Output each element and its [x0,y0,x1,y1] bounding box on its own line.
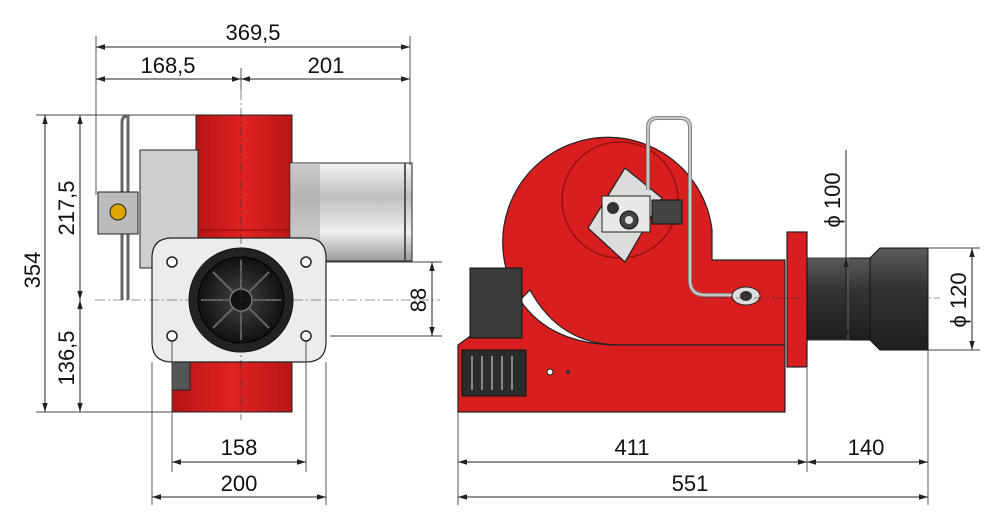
dim-flange-outer: 200 [221,471,258,496]
front-view [95,90,440,420]
dim-flange-inner: 158 [221,435,258,460]
side-scroll-housing [502,136,786,346]
side-blast-tube [806,257,876,341]
dim-diameter-head: ϕ 120 [946,272,971,327]
front-handle [120,114,130,300]
dim-overall-height: 354 [20,252,45,289]
side-view [457,116,940,413]
dim-right-part: 201 [308,53,345,78]
dim-overall-width: 369,5 [225,20,280,45]
dimension-lines [36,36,980,505]
side-base [457,299,786,413]
dimension-labels: 369,5 168,5 201 354 217,5 136,5 88 158 2… [20,20,971,496]
side-dark-block [469,267,523,339]
dim-head-length: 140 [848,435,885,460]
dim-overall-length: 551 [672,471,709,496]
dim-upper-height: 217,5 [54,180,79,235]
dim-diameter-outer: ϕ 100 [820,172,845,227]
dim-lower-height: 136,5 [54,330,79,385]
dim-body-length: 411 [614,435,649,460]
dim-left-part: 168,5 [140,53,195,78]
side-combustion-head [869,247,929,351]
dim-outlet-height: 88 [406,288,431,312]
side-mount-flange [786,231,808,368]
